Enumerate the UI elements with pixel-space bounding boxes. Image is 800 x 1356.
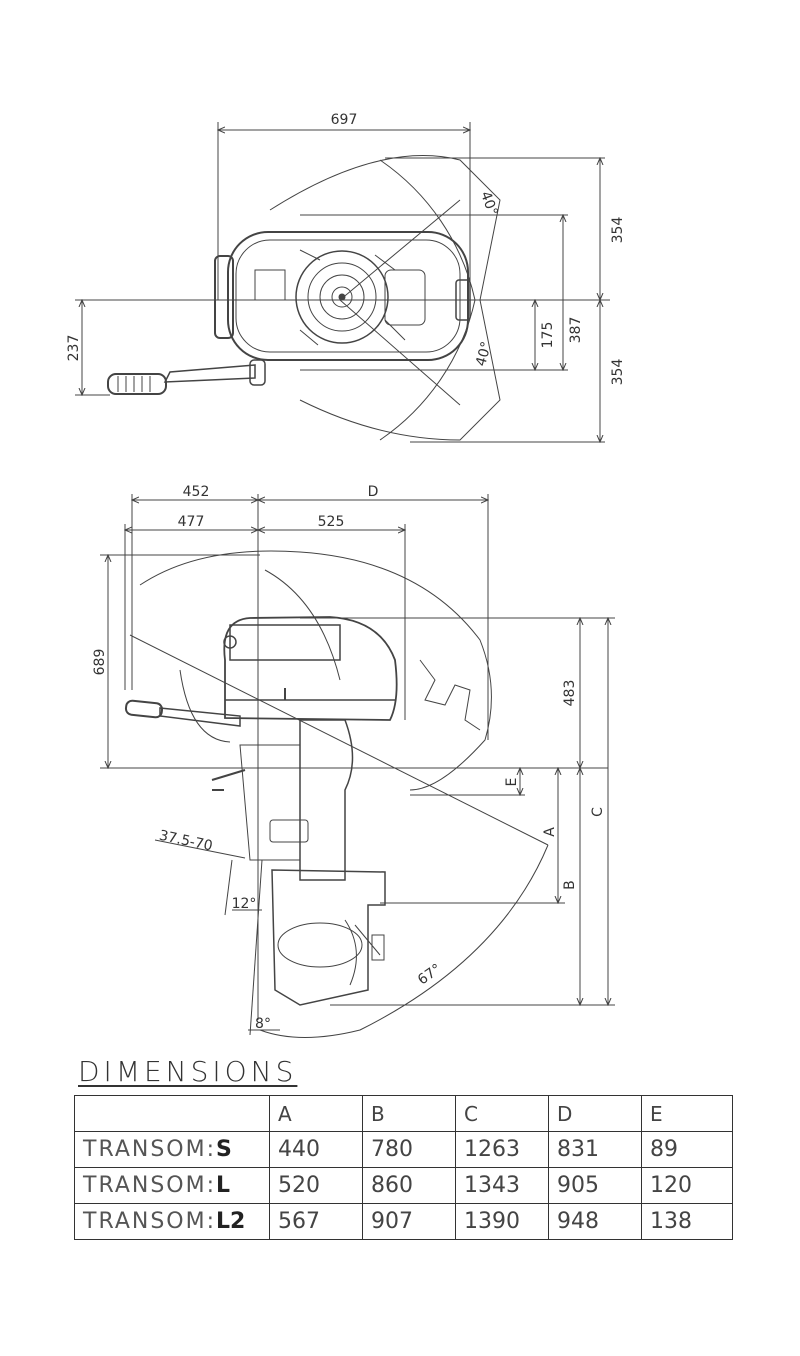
dim-B: B — [562, 880, 578, 890]
cell-B: 860 — [362, 1167, 456, 1204]
dim-A: A — [542, 827, 558, 837]
cell-D: 948 — [548, 1203, 642, 1240]
dim-477: 477 — [178, 514, 205, 530]
angle-40-upper: 40° — [477, 189, 501, 218]
dim-697: 697 — [331, 112, 358, 128]
header-D: D — [548, 1095, 642, 1132]
dim-452: 452 — [183, 484, 210, 500]
dim-354-lower: 354 — [610, 359, 626, 386]
table-row: TRANSOM:S 440 780 1263 831 89 — [74, 1131, 733, 1168]
row-label: TRANSOM:L — [74, 1167, 270, 1204]
header-E: E — [641, 1095, 733, 1132]
row-label: TRANSOM:S — [74, 1131, 270, 1168]
tilt-8: 8° — [255, 1016, 271, 1032]
cell-A: 567 — [269, 1203, 363, 1240]
dim-237: 237 — [66, 335, 82, 362]
dim-525: 525 — [318, 514, 345, 530]
cell-E: 89 — [641, 1131, 733, 1168]
clamp-range: 37.5-70 — [158, 828, 214, 855]
dim-175: 175 — [540, 322, 556, 349]
table-row: TRANSOM:L2 567 907 1390 948 138 — [74, 1203, 733, 1240]
table-row: TRANSOM:L 520 860 1343 905 120 — [74, 1167, 733, 1204]
tilt-12: 12° — [232, 896, 257, 912]
cell-B: 907 — [362, 1203, 456, 1240]
dim-D: D — [368, 484, 379, 500]
technical-drawing: 697 354 354 387 175 237 40° 40° 452 D 47… — [66, 112, 626, 1038]
cell-E: 120 — [641, 1167, 733, 1204]
cell-D: 831 — [548, 1131, 642, 1168]
side-view — [100, 494, 615, 1038]
dimensions-table: A B C D E TRANSOM:S 440 780 1263 831 89 … — [74, 1095, 733, 1240]
angle-40-lower: 40° — [473, 340, 495, 368]
header-C: C — [455, 1095, 549, 1132]
cell-E: 138 — [641, 1203, 733, 1240]
row-label: TRANSOM:L2 — [74, 1203, 270, 1240]
cell-A: 440 — [269, 1131, 363, 1168]
cell-C: 1263 — [455, 1131, 549, 1168]
top-view — [75, 122, 610, 442]
header-B: B — [362, 1095, 456, 1132]
cell-C: 1343 — [455, 1167, 549, 1204]
tilt-67: 67° — [415, 961, 445, 988]
dim-387: 387 — [568, 317, 584, 344]
cell-C: 1390 — [455, 1203, 549, 1240]
cell-B: 780 — [362, 1131, 456, 1168]
dimensions-title: DIMENSIONS — [78, 1055, 298, 1088]
dim-483: 483 — [562, 680, 578, 707]
dim-689: 689 — [92, 649, 108, 676]
header-empty — [74, 1095, 270, 1132]
cell-D: 905 — [548, 1167, 642, 1204]
header-A: A — [269, 1095, 363, 1132]
dim-354-upper: 354 — [610, 217, 626, 244]
table-header-row: A B C D E — [74, 1095, 733, 1132]
dim-C: C — [590, 807, 606, 817]
dim-E: E — [504, 778, 520, 787]
cell-A: 520 — [269, 1167, 363, 1204]
